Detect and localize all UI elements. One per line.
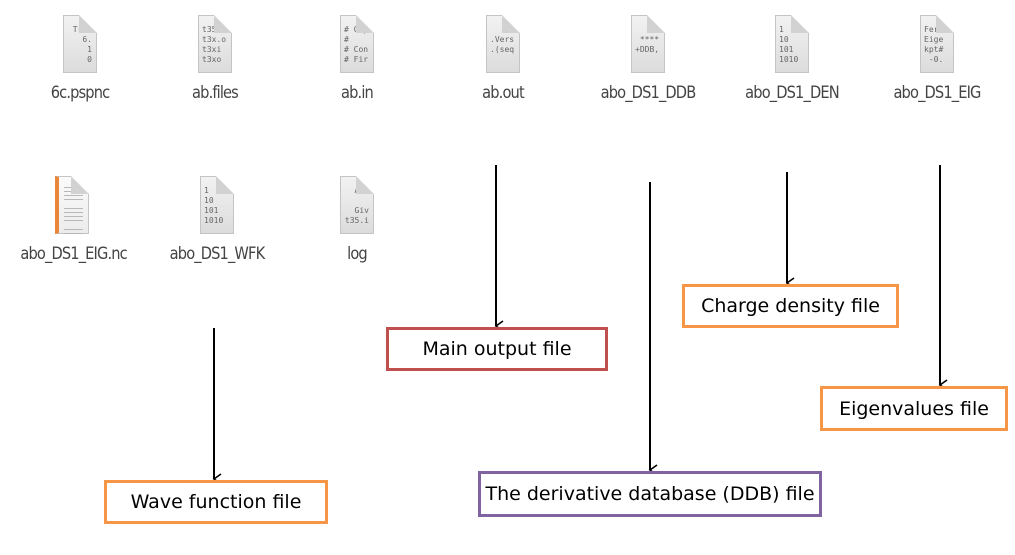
file-abo-ds1-eig-nc[interactable]: abo_DS1_EIG.nc xyxy=(12,176,132,264)
text-file-icon: ABI Giv t35.i xyxy=(340,176,374,234)
file-name: abo_DS1_DEN xyxy=(745,83,839,103)
label-main-output-file: Main output file xyxy=(386,327,608,371)
file-ab-out[interactable]: .Vers .(seq ab.out xyxy=(443,15,563,103)
file-name: log xyxy=(347,244,368,264)
text-file-icon: Trou 6. 1 0 xyxy=(63,15,97,73)
file-name: abo_DS1_EIG.nc xyxy=(20,244,127,264)
binary-file-icon: 1 10 101 1010 xyxy=(775,15,809,73)
file-6c-pspnc[interactable]: Trou 6. 1 0 6c.pspnc xyxy=(20,15,140,103)
document-file-icon xyxy=(55,176,89,234)
file-preview: Ferm Eige kpt# -0. xyxy=(924,25,944,64)
text-file-icon: # Cry # # Con # Fir xyxy=(340,15,374,73)
text-file-icon: **** +DDB, xyxy=(631,15,665,73)
file-preview: 1 10 101 1010 xyxy=(779,25,799,64)
binary-file-icon: 1 10 101 1010 xyxy=(200,176,234,234)
text-file-icon: t35.i t3x.o t3xi t3xo xyxy=(198,15,232,73)
file-ab-files[interactable]: t35.i t3x.o t3xi t3xo ab.files xyxy=(155,15,275,103)
file-abo-ds1-eig[interactable]: Ferm Eige kpt# -0. abo_DS1_EIG xyxy=(877,15,997,103)
file-abo-ds1-wfk[interactable]: 1 10 101 1010 abo_DS1_WFK xyxy=(157,176,277,264)
label-charge-density-file: Charge density file xyxy=(682,284,899,328)
file-name: abo_DS1_WFK xyxy=(169,244,266,264)
file-log[interactable]: ABI Giv t35.i log xyxy=(297,176,417,264)
file-abo-ds1-ddb[interactable]: **** +DDB, abo_DS1_DDB xyxy=(588,15,708,103)
file-abo-ds1-den[interactable]: 1 10 101 1010 abo_DS1_DEN xyxy=(732,15,852,103)
file-name: abo_DS1_DDB xyxy=(600,83,697,103)
file-name: ab.files xyxy=(192,83,239,103)
file-name: ab.out xyxy=(482,83,525,103)
file-preview: .Vers .(seq xyxy=(490,35,515,54)
text-file-icon: .Vers .(seq xyxy=(486,15,520,73)
file-preview: 1 10 101 1010 xyxy=(204,186,224,225)
file-ab-in[interactable]: # Cry # # Con # Fir ab.in xyxy=(297,15,417,103)
file-preview: **** +DDB, xyxy=(635,35,660,54)
label-ddb-file: The derivative database (DDB) file xyxy=(478,471,822,517)
file-name: abo_DS1_EIG xyxy=(893,83,981,103)
label-wave-function-file: Wave function file xyxy=(104,480,328,524)
file-name: ab.in xyxy=(341,83,374,103)
text-file-icon: Ferm Eige kpt# -0. xyxy=(920,15,954,73)
file-name: 6c.pspnc xyxy=(50,83,110,103)
label-eigenvalues-file: Eigenvalues file xyxy=(820,386,1008,431)
